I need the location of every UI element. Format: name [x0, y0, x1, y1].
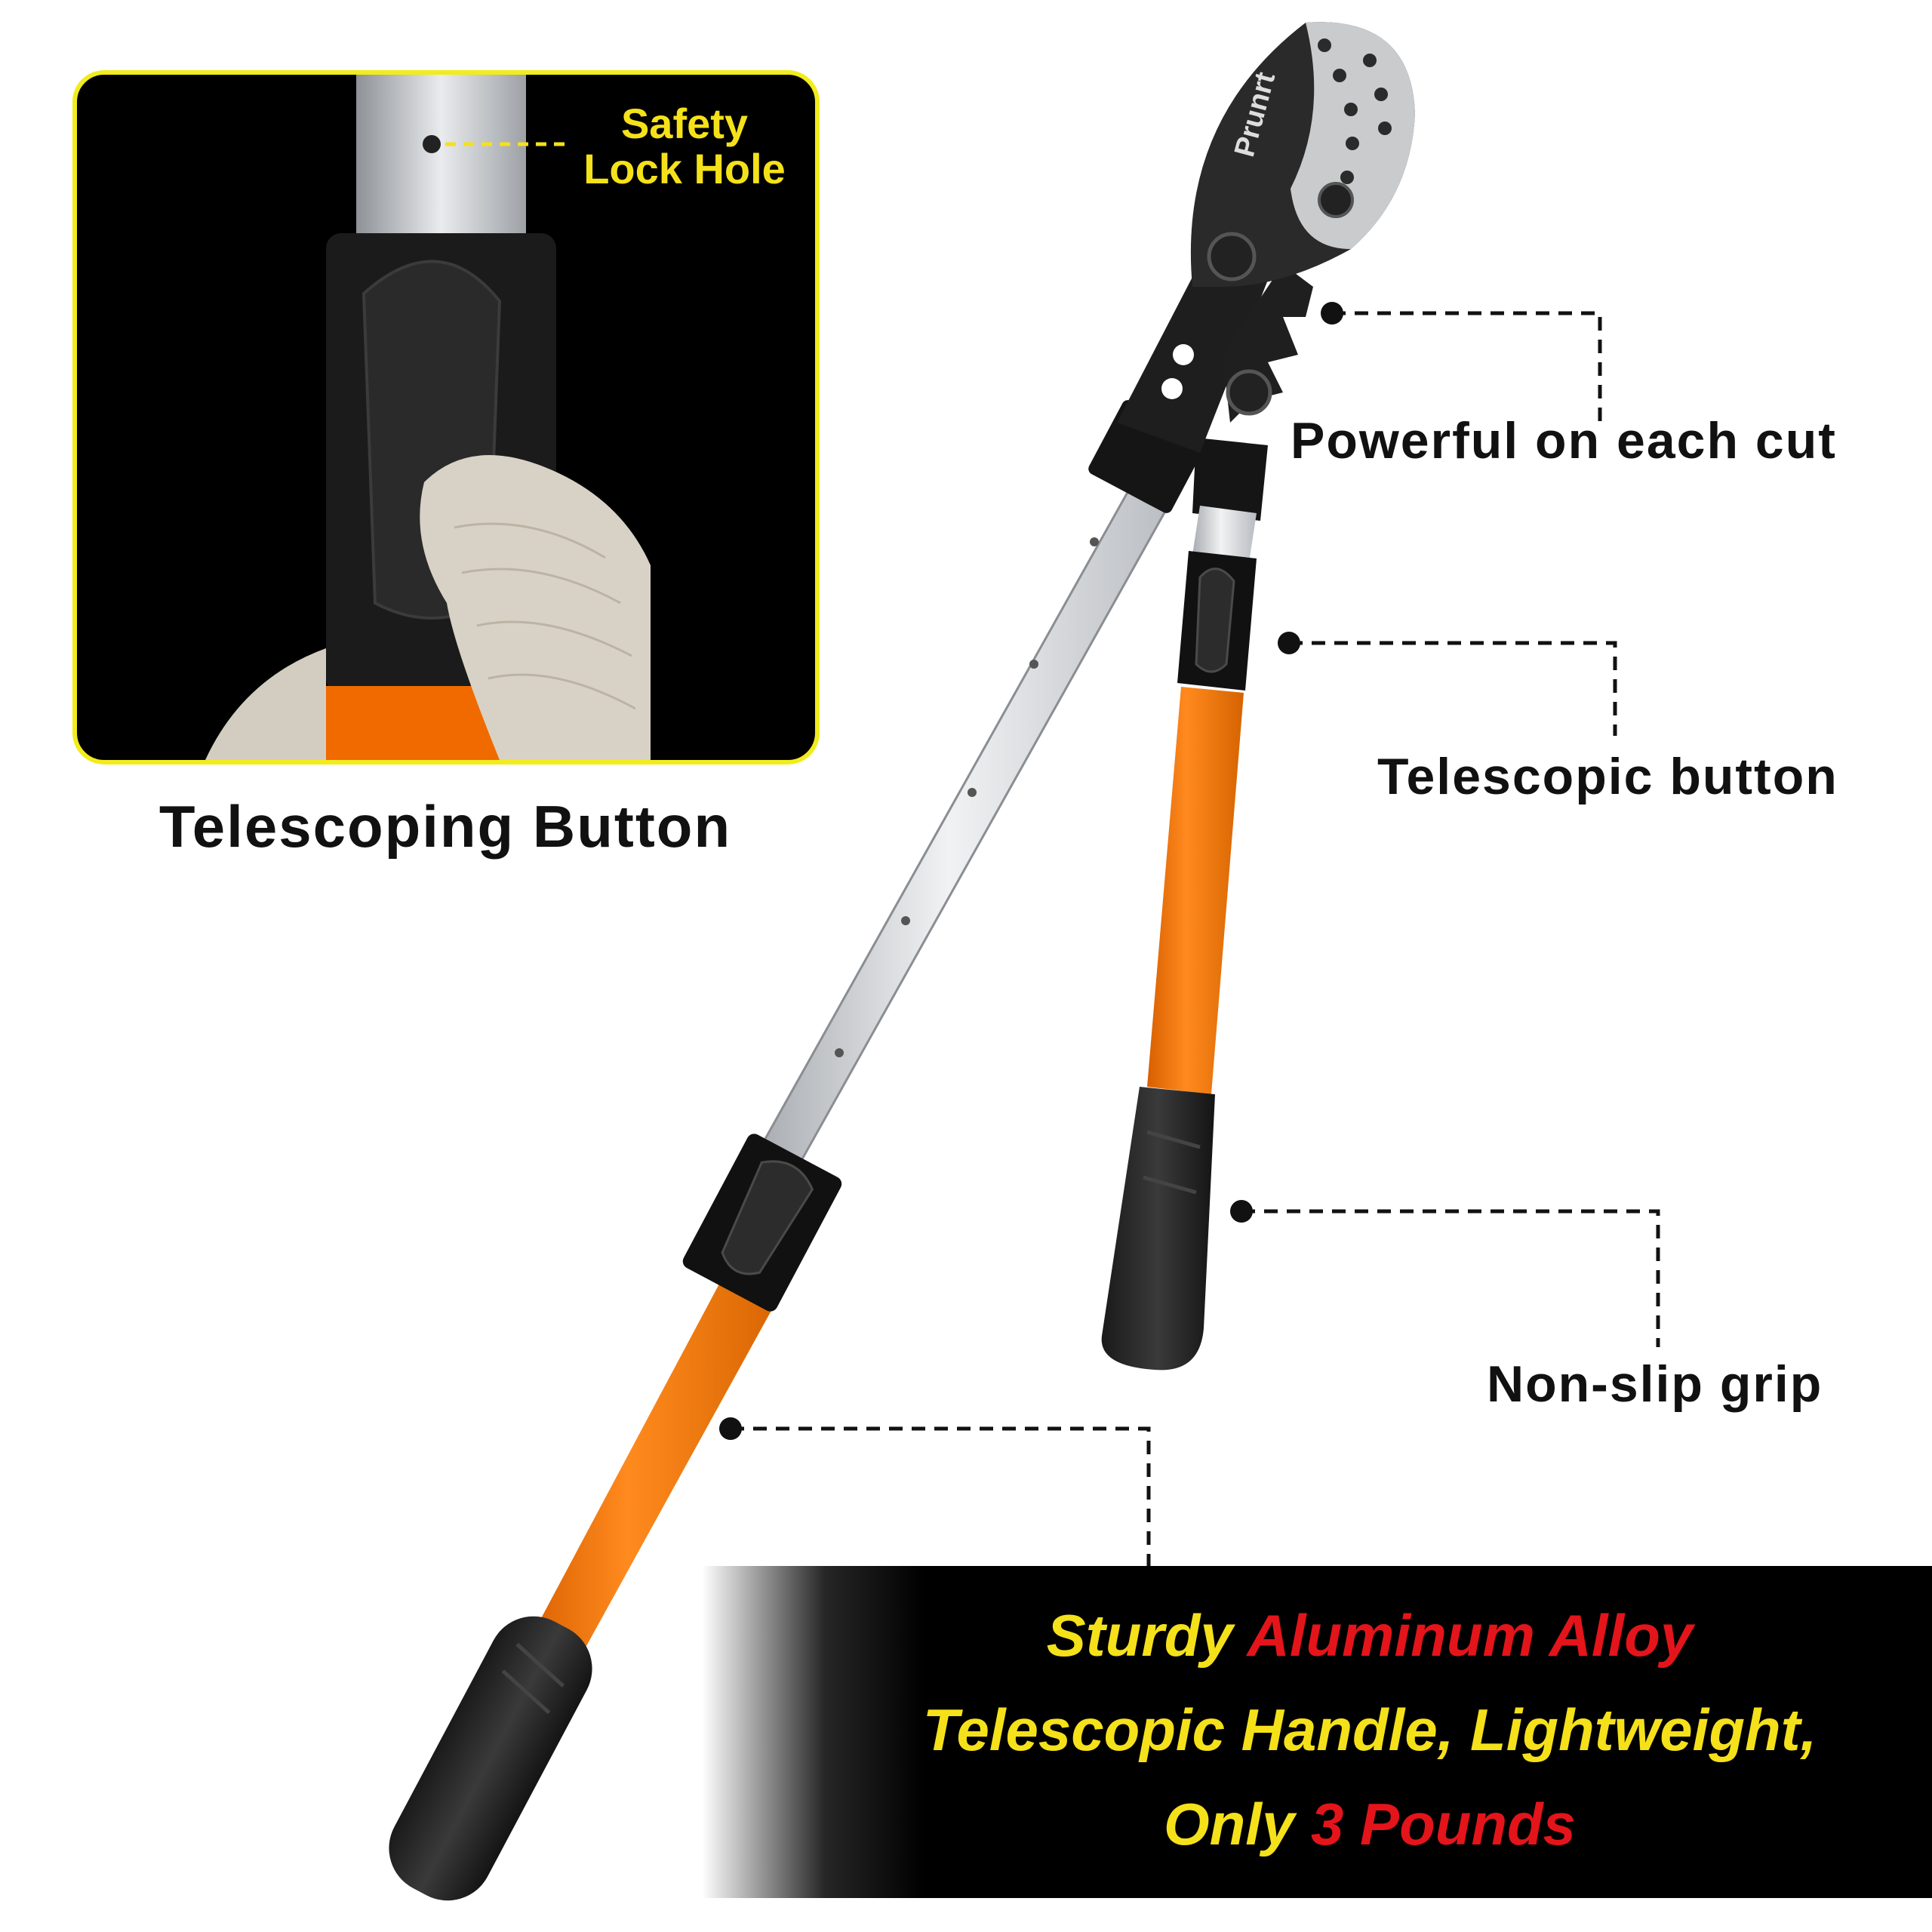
feature-banner: Sturdy Aluminum Alloy Telescopic Handle,…: [702, 1566, 1932, 1898]
pivot-bolt: [1207, 232, 1257, 281]
right-handle: [1101, 438, 1268, 1371]
banner-sturdy: Sturdy: [1046, 1602, 1247, 1669]
right-telescopic-button: [1177, 551, 1257, 691]
callout-telescopic-button-label: Telescopic button: [1377, 748, 1838, 805]
right-rubber-grip: [1101, 1087, 1215, 1371]
right-orange-tube: [1147, 687, 1244, 1094]
banner-line-1: Sturdy Aluminum Alloy: [808, 1589, 1932, 1683]
left-rubber-grip: [389, 1616, 592, 1901]
telescoping-button-inset: Safety Lock Hole: [72, 70, 820, 764]
gear-bolt: [1226, 369, 1272, 416]
left-orange-tube: [521, 1253, 789, 1683]
safety-lock-hole: [423, 135, 441, 153]
inset-photo: [205, 75, 651, 760]
callout-lines: [731, 311, 1660, 1566]
right-collar-top: [1192, 438, 1268, 521]
callout-non-slip-grip-label: Non-slip grip: [1487, 1355, 1823, 1413]
gloved-finger: [420, 455, 651, 760]
banner-line-3: Only 3 Pounds: [808, 1777, 1932, 1872]
left-telescopic-button: [682, 1134, 842, 1312]
banner-aluminum-alloy: Aluminum Alloy: [1247, 1602, 1694, 1669]
callout-powerful-label: Powerful on each cut: [1291, 412, 1837, 469]
callout-dots: [719, 302, 1343, 1440]
safety-lock-hole-label: Safety Lock Hole: [583, 100, 786, 192]
left-handle: [389, 400, 1206, 1901]
gloved-hand: [205, 648, 326, 760]
inset-caption: Telescoping Button: [158, 793, 732, 860]
cutting-head: Prunrt: [1117, 22, 1415, 453]
banner-only: Only: [1163, 1791, 1311, 1857]
blade-bolt: [1318, 182, 1354, 218]
banner-weight: 3 Pounds: [1311, 1791, 1577, 1857]
banner-line-2: Telescopic Handle, Lightweight,: [922, 1697, 1817, 1763]
right-aluminum-tube: [1192, 506, 1257, 562]
